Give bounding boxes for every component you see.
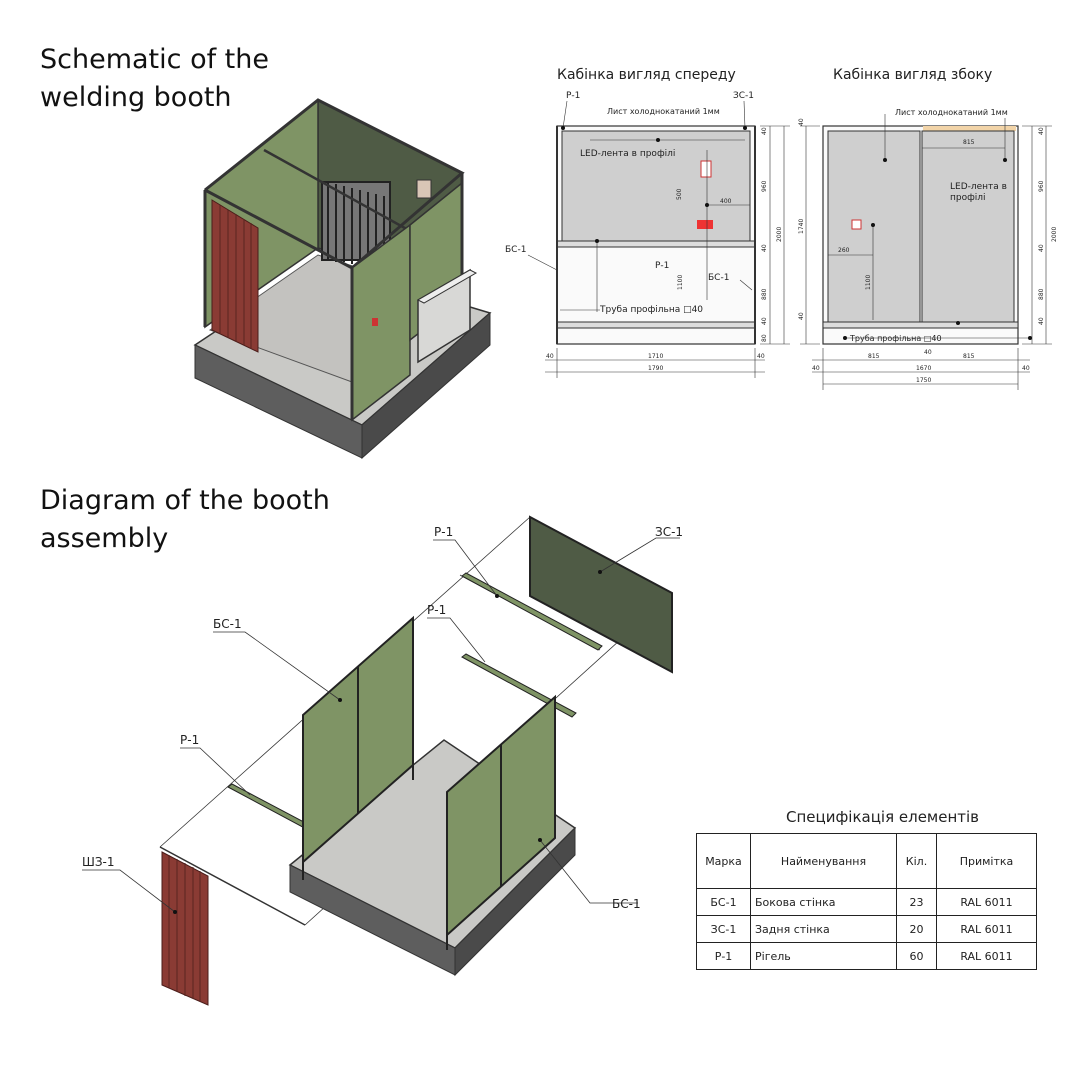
spec-row-mark: БС-1 xyxy=(696,888,751,916)
side-dim-40-mid-r: 40 xyxy=(1038,244,1045,252)
front-dim-40-top: 40 xyxy=(761,127,768,135)
spec-row-qty: 60 xyxy=(896,942,937,970)
side-dim-40-top-l: 40 xyxy=(798,118,805,126)
assembly-heading: Diagram of the booth assembly xyxy=(40,482,330,558)
spec-row-qty: 23 xyxy=(896,888,937,916)
front-dim-80: 80 xyxy=(761,334,768,342)
front-view-title: Кабінка вигляд спереду xyxy=(557,67,736,83)
side-dim-40-l: 40 xyxy=(812,365,820,372)
assembly-label-bs1-right: БС-1 xyxy=(612,897,641,911)
spec-row-note: RAL 6011 xyxy=(936,888,1037,916)
spec-row-name: Рігель xyxy=(750,942,897,970)
side-dim-815-right: 815 xyxy=(963,353,975,360)
side-label-led-2: профілі xyxy=(950,193,986,203)
side-dim-260: 260 xyxy=(838,247,850,254)
side-label-led-1: LED-лента в xyxy=(950,182,1007,192)
assembly-label-zs1: ЗС-1 xyxy=(655,525,683,539)
front-view-drawing: Кабінка вигляд спереду Р-1 ЗС-1 Лист хол… xyxy=(505,67,790,378)
assembly-curtain xyxy=(159,846,306,1006)
assembly-heading-line-1: Diagram of the booth xyxy=(40,485,330,516)
side-dim-40-r: 40 xyxy=(1022,365,1030,372)
side-sheet-right xyxy=(921,130,1015,323)
side-dim-1750: 1750 xyxy=(916,377,931,384)
side-dim-815-top: 815 xyxy=(963,139,975,146)
booth-base-right xyxy=(361,311,491,460)
assembly-label-p1-mid: Р-1 xyxy=(427,603,446,617)
front-dim-40-left: 40 xyxy=(546,353,554,360)
assembly-beam-top xyxy=(461,572,603,651)
spec-row-mark: Р-1 xyxy=(696,942,751,970)
front-dim-400: 400 xyxy=(720,198,732,205)
front-label-tube: Труба профільна □40 xyxy=(599,305,703,315)
front-dim-40-right: 40 xyxy=(757,353,765,360)
side-view-drawing: Кабінка вигляд збоку Лист холоднокатаний… xyxy=(798,67,1058,390)
assembly-label-p1-left: Р-1 xyxy=(180,733,199,747)
side-dim-40-bot-r: 40 xyxy=(1038,317,1045,325)
front-dim-880: 880 xyxy=(761,288,768,300)
table-row: ЗС-1 Задня стінка 20 RAL 6011 xyxy=(696,915,1037,943)
spec-row-name: Бокова стінка xyxy=(750,888,897,916)
spec-header-row: Марка Найменування Кіл. Примітка xyxy=(696,833,1037,889)
spec-table: Марка Найменування Кіл. Примітка БС-1 Бо… xyxy=(696,833,1037,970)
assembly-label-bs1: БС-1 xyxy=(213,617,242,631)
front-dim-1100: 1100 xyxy=(677,275,684,290)
side-view-title: Кабінка вигляд збоку xyxy=(833,67,992,83)
assembly-label-shz1: ШЗ-1 xyxy=(82,855,115,869)
side-dim-1740: 1740 xyxy=(798,219,805,234)
side-dim-815-left: 815 xyxy=(868,353,880,360)
front-label-bs1-right: БС-1 xyxy=(708,273,729,283)
booth-3d-render xyxy=(193,98,492,460)
table-row: Р-1 Рігель 60 RAL 6011 xyxy=(696,942,1037,970)
front-label-p1-mid: Р-1 xyxy=(655,261,669,271)
front-dim-960: 960 xyxy=(761,180,768,192)
assembly-back-wall xyxy=(529,515,673,674)
side-dim-1670: 1670 xyxy=(916,365,931,372)
spec-row-name: Задня стінка xyxy=(750,915,897,943)
control-box xyxy=(416,179,432,199)
ventilation-grill xyxy=(321,181,391,268)
front-dim-1710: 1710 xyxy=(648,353,663,360)
front-label-p1: Р-1 xyxy=(566,91,580,101)
spec-title: Специфікація елементів xyxy=(786,808,980,826)
assembly-exploded-view: Р-1 ЗС-1 Р-1 БС-1 Р-1 ШЗ-1 БС-1 xyxy=(82,515,683,1006)
booth-curtain xyxy=(211,199,259,353)
front-dim-1790: 1790 xyxy=(648,365,663,372)
spec-row-note: RAL 6011 xyxy=(936,942,1037,970)
warning-sign xyxy=(372,318,378,326)
spec-row-qty: 20 xyxy=(896,915,937,943)
spec-header-name: Найменування xyxy=(750,833,897,889)
assembly-beam-mid xyxy=(461,653,577,718)
spec-header-qty: Кіл. xyxy=(896,833,937,889)
front-dim-500: 500 xyxy=(676,188,683,200)
side-dim-40-top-r: 40 xyxy=(1038,127,1045,135)
front-label-zs1: ЗС-1 xyxy=(733,91,754,101)
side-label-sheet: Лист холоднокатаний 1мм xyxy=(895,108,1008,117)
assembly-heading-line-2: assembly xyxy=(40,523,169,554)
assembly-label-p1-top: Р-1 xyxy=(434,525,453,539)
front-sheet xyxy=(561,130,751,242)
table-row: БС-1 Бокова стінка 23 RAL 6011 xyxy=(696,888,1037,916)
front-label-led: LED-лента в профілі xyxy=(580,149,675,159)
schematic-heading-line-2: welding booth xyxy=(40,82,232,113)
side-dim-2000: 2000 xyxy=(1051,227,1058,242)
side-dim-1100: 1100 xyxy=(865,275,872,290)
spec-row-mark: ЗС-1 xyxy=(696,915,751,943)
front-dim-2000: 2000 xyxy=(776,227,783,242)
side-dim-880: 880 xyxy=(1038,288,1045,300)
assembly-base-right xyxy=(454,826,576,977)
side-dim-40-center: 40 xyxy=(924,349,932,356)
side-dim-40-bot-l: 40 xyxy=(798,312,805,320)
spec-row-note: RAL 6011 xyxy=(936,915,1037,943)
spec-header-mark: Марка xyxy=(696,833,751,889)
front-dim-40-bot: 40 xyxy=(761,317,768,325)
spec-header-note: Примітка xyxy=(936,833,1037,889)
schematic-heading-line-1: Schematic of the xyxy=(40,44,269,75)
side-label-tube: Труба профільна □40 xyxy=(849,334,942,343)
front-dim-40-mid: 40 xyxy=(761,244,768,252)
front-label-sheet: Лист холоднокатаний 1мм xyxy=(607,107,720,116)
front-label-bs1-left: БС-1 xyxy=(505,245,526,255)
schematic-heading: Schematic of the welding booth xyxy=(40,41,269,117)
side-dim-960: 960 xyxy=(1038,180,1045,192)
